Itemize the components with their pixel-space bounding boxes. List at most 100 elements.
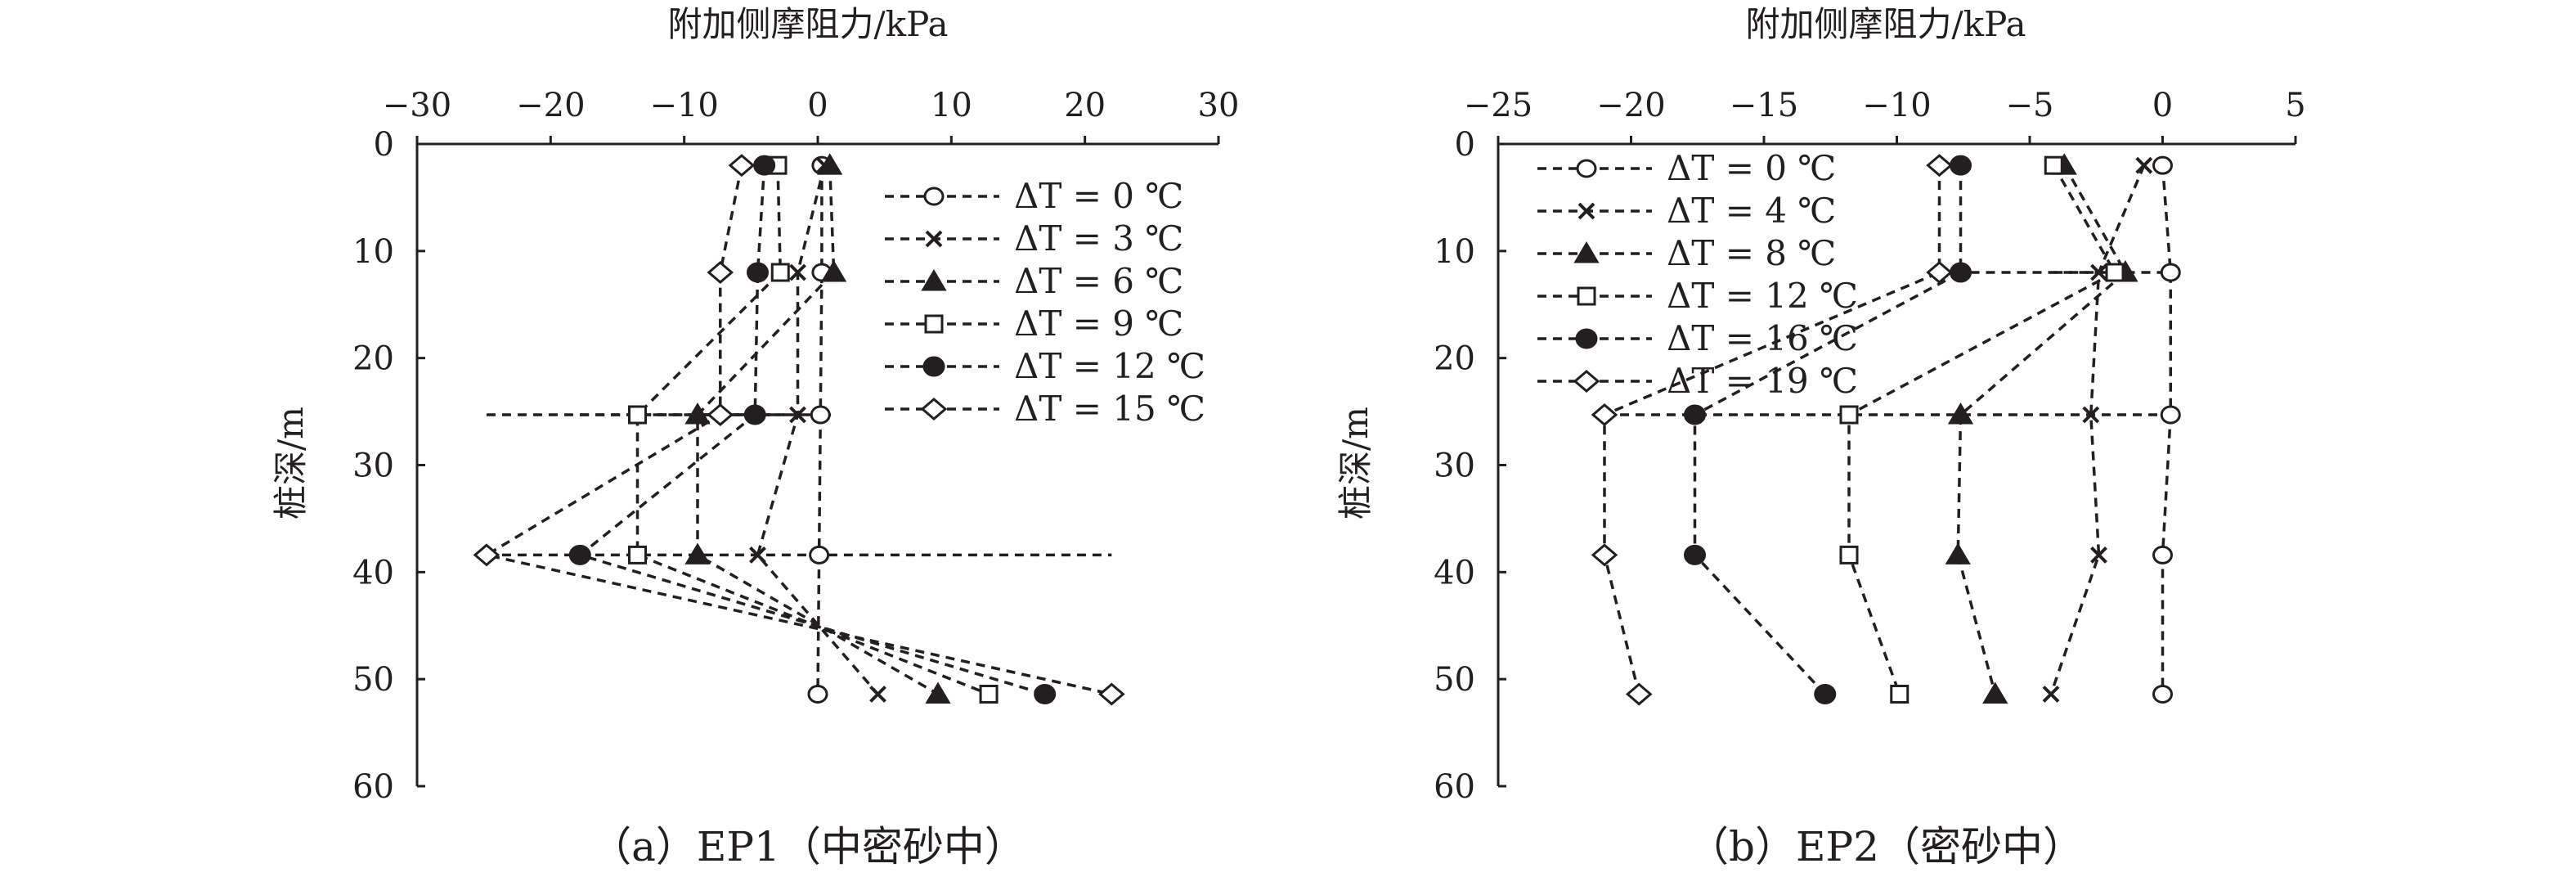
legend-marker xyxy=(924,314,944,334)
data-point xyxy=(2105,263,2125,282)
series-line xyxy=(1956,164,2128,695)
y-tick-label: 30 xyxy=(1434,447,1475,485)
data-point xyxy=(2082,406,2100,424)
series-markers-6 xyxy=(473,154,1125,706)
legend-marker xyxy=(1577,286,1596,306)
panel-a-y-axis-title: 桩深/m xyxy=(271,407,311,519)
data-point xyxy=(925,681,951,704)
legend-item: ΔT = 6 ℃ xyxy=(885,261,1183,301)
legend-label: ΔT = 19 ℃ xyxy=(1667,361,1858,401)
data-point xyxy=(1950,155,1972,176)
legend-item: ΔT = 15 ℃ xyxy=(885,389,1205,429)
data-point xyxy=(770,263,790,282)
legend-item: ΔT = 8 ℃ xyxy=(1537,233,1836,273)
series-markers-6 xyxy=(1591,154,1953,706)
series-4 xyxy=(635,165,990,696)
y-tick-label: 50 xyxy=(1434,661,1475,699)
y-tick-label: 50 xyxy=(352,661,394,699)
data-point xyxy=(684,403,711,425)
data-point xyxy=(1950,262,1972,283)
legend-label: ΔT = 3 ℃ xyxy=(1014,218,1183,259)
legend-marker xyxy=(921,269,947,291)
panel-a-legend: ΔT = 0 ℃ΔT = 3 ℃ΔT = 6 ℃ΔT = 9 ℃ΔT = 12 … xyxy=(885,176,1205,429)
data-point xyxy=(1591,403,1618,426)
legend-label: ΔT = 9 ℃ xyxy=(1014,304,1183,344)
legend-marker xyxy=(1573,370,1600,393)
data-point xyxy=(789,406,806,424)
data-point xyxy=(2152,155,2173,175)
legend-item: ΔT = 9 ℃ xyxy=(885,304,1183,344)
data-point xyxy=(473,543,500,567)
data-point xyxy=(1684,404,1706,425)
x-tick-label: −10 xyxy=(1862,87,1931,124)
data-point xyxy=(1814,683,1837,704)
data-point xyxy=(789,263,806,281)
series-markers-5 xyxy=(1684,155,1972,704)
data-point xyxy=(1926,261,1953,284)
y-tick-label: 60 xyxy=(1434,768,1475,806)
y-tick-label: 10 xyxy=(352,233,394,271)
data-point xyxy=(809,545,830,564)
series-3 xyxy=(696,165,939,695)
legend-label: ΔT = 15 ℃ xyxy=(1014,389,1205,429)
data-point xyxy=(1684,544,1706,565)
x-tick-label: 0 xyxy=(807,87,828,124)
legend-marker xyxy=(1577,202,1595,220)
data-point xyxy=(869,686,886,703)
series-line xyxy=(1847,164,2117,695)
data-point xyxy=(1982,681,2008,704)
legend-label: ΔT = 0 ℃ xyxy=(1667,148,1836,188)
data-point xyxy=(810,405,831,425)
legend-marker xyxy=(920,398,948,421)
data-point xyxy=(1591,543,1618,567)
legend-label: ΔT = 4 ℃ xyxy=(1667,191,1836,231)
legend-label: ΔT = 6 ℃ xyxy=(1014,261,1183,301)
x-tick-label: −10 xyxy=(649,87,718,124)
series-line xyxy=(577,165,1046,696)
x-tick-label: −5 xyxy=(2006,87,2054,124)
series-markers-3 xyxy=(684,153,951,704)
data-point xyxy=(707,261,734,284)
y-tick-label: 10 xyxy=(1434,233,1475,271)
panel-b-x-axis-title: 附加侧摩阻力/kPa xyxy=(1745,4,2026,44)
series-2 xyxy=(2049,164,2146,695)
series-line xyxy=(696,165,939,695)
data-point xyxy=(820,260,847,282)
x-tick-label: −20 xyxy=(1596,87,1665,124)
series-line xyxy=(2161,165,2172,695)
series-markers-1 xyxy=(2152,155,2181,704)
panel-b-y-axis-title: 桩深/m xyxy=(1335,407,1376,519)
series-markers-5 xyxy=(568,155,1057,704)
x-tick-label: −30 xyxy=(383,87,451,124)
data-point xyxy=(749,546,766,564)
legend-item: ΔT = 3 ℃ xyxy=(885,218,1183,259)
legend-item: ΔT = 12 ℃ xyxy=(885,346,1205,386)
series-line xyxy=(816,165,824,695)
data-point xyxy=(1890,684,1910,704)
y-tick-label: 20 xyxy=(1434,340,1475,378)
y-tick-label: 60 xyxy=(352,768,394,806)
legend-label: ΔT = 8 ℃ xyxy=(1667,233,1836,273)
x-tick-label: 0 xyxy=(2152,87,2173,124)
data-point xyxy=(2135,156,2153,174)
data-point xyxy=(1839,405,1859,425)
legend-item: ΔT = 16 ℃ xyxy=(1537,318,1858,358)
series-4 xyxy=(1847,164,2117,695)
panel-a-caption: （a）EP1（中密砂中） xyxy=(590,823,1025,870)
y-tick-label: 40 xyxy=(1434,554,1475,591)
legend-label: ΔT = 16 ℃ xyxy=(1667,318,1858,358)
legend-label: ΔT = 12 ℃ xyxy=(1014,346,1205,386)
data-point xyxy=(1947,403,1974,425)
legend-item: ΔT = 4 ℃ xyxy=(1537,191,1836,231)
data-point xyxy=(2160,405,2181,425)
series-markers-2 xyxy=(749,156,886,703)
x-tick-label: 5 xyxy=(2285,87,2305,124)
data-point xyxy=(1625,682,1653,706)
data-point xyxy=(628,405,647,425)
data-point xyxy=(743,404,766,425)
x-tick-label: 10 xyxy=(931,87,972,124)
data-point xyxy=(728,154,756,178)
